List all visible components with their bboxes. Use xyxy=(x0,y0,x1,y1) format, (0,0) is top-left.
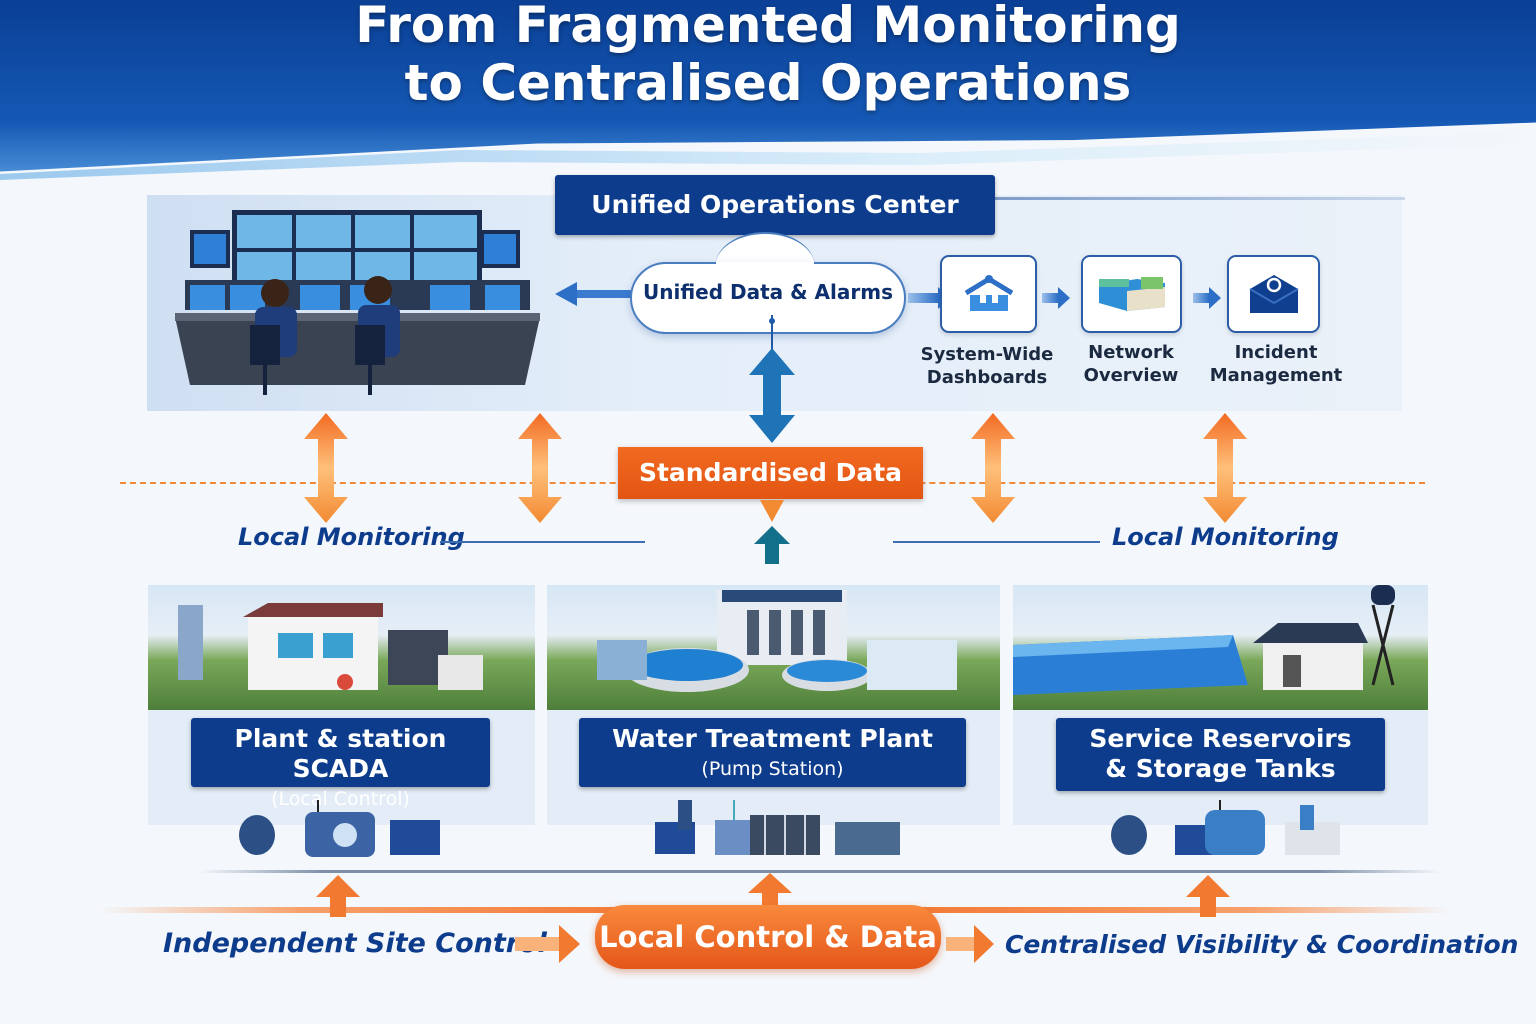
page-title-line2: to Centralised Operations xyxy=(404,54,1132,112)
double-arrow-orange-icon xyxy=(518,413,562,523)
site-baseline xyxy=(200,870,1440,873)
treatment-equipment-icon xyxy=(655,800,900,855)
double-arrow-orange-icon xyxy=(304,413,348,523)
centralised-visibility-label: Centralised Visibility & Coordination xyxy=(1005,930,1519,959)
site-subtitle: (Pump Station) xyxy=(701,758,844,780)
label-line: System-Wide xyxy=(920,344,1054,365)
page-title-line1: From Fragmented Monitoring xyxy=(355,0,1181,54)
reservoirs-site-label: Service Reservoirs & Storage Tanks xyxy=(1056,718,1385,791)
label-line: Incident xyxy=(1234,342,1318,363)
site-title: Plant & station SCADA xyxy=(234,724,447,783)
double-arrow-orange-icon xyxy=(1203,413,1247,523)
envelope-alert-icon xyxy=(1248,275,1299,313)
arrow-left-icon xyxy=(555,282,633,306)
dashboard-house-icon xyxy=(964,275,1013,311)
label-line: Overview xyxy=(1083,365,1179,386)
reservoir-equipment-icon xyxy=(1111,800,1340,855)
double-arrow-orange-icon xyxy=(971,413,1015,523)
arrow-up-orange-icon xyxy=(316,875,360,917)
water-treatment-site-label: Water Treatment Plant (Pump Station) xyxy=(579,718,966,787)
site-title: & Storage Tanks xyxy=(1105,754,1336,783)
double-arrow-vertical-icon xyxy=(749,315,795,443)
local-control-data-badge: Local Control & Data xyxy=(595,905,941,969)
cloud-fill xyxy=(716,262,814,282)
reservoir-illustration xyxy=(1013,585,1428,710)
arrow-right-orange-icon xyxy=(946,925,994,963)
site-panel-water-treatment: Water Treatment Plant (Pump Station) xyxy=(547,585,1000,825)
connector-line xyxy=(893,541,1100,543)
network-map-icon xyxy=(1098,277,1165,311)
site-title: Water Treatment Plant xyxy=(612,724,933,753)
site-panel-reservoirs: Service Reservoirs & Storage Tanks xyxy=(1013,585,1428,825)
scada-equipment-icon xyxy=(239,800,440,857)
unified-operations-center-title: Unified Operations Center xyxy=(555,175,995,235)
label-line: Network xyxy=(1088,342,1174,363)
water-treatment-illustration xyxy=(547,585,1000,710)
header-rule xyxy=(995,197,1405,200)
data-flow-arrows-icon xyxy=(754,500,790,564)
cloud-label: Unified Data & Alarms xyxy=(643,280,893,304)
site-title: Service Reservoirs xyxy=(1089,724,1352,753)
scada-site-label: Plant & station SCADA (Local Control) xyxy=(191,718,490,810)
label-line: Dashboards xyxy=(926,367,1048,388)
arrow-right-icon xyxy=(1193,287,1221,309)
standardised-data-label: Standardised Data xyxy=(618,447,923,499)
arrow-right-icon xyxy=(1042,287,1070,309)
dashboards-feature[interactable] xyxy=(940,255,1037,333)
independent-site-control-label: Independent Site Control xyxy=(163,928,547,959)
arrow-right-orange-icon xyxy=(515,925,580,963)
site-subtitle: (Local Control) xyxy=(271,788,410,810)
scada-station-illustration xyxy=(148,585,535,710)
local-monitoring-right: Local Monitoring xyxy=(1112,523,1339,551)
arrow-up-orange-icon xyxy=(748,873,792,905)
control-room-illustration xyxy=(175,210,540,395)
network-overview-feature[interactable] xyxy=(1081,255,1182,333)
site-panel-scada: Plant & station SCADA (Local Control) xyxy=(148,585,535,825)
arrow-up-orange-icon xyxy=(1186,875,1230,917)
local-monitoring-left: Local Monitoring xyxy=(238,523,465,551)
connector-line xyxy=(440,541,645,543)
arrow-right-icon xyxy=(908,287,950,309)
label-line: Management xyxy=(1209,365,1343,386)
incident-management-feature[interactable] xyxy=(1227,255,1320,333)
